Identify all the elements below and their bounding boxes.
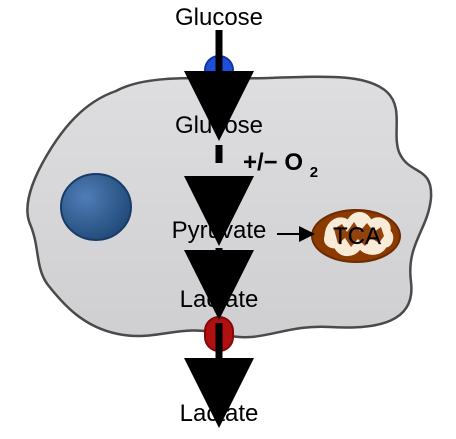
pyruvate-label: Pyruvate: [172, 217, 267, 244]
oxygen-subscript: 2: [310, 164, 318, 181]
glucose-inside-label: Glucose: [175, 112, 263, 139]
lactate-inside-label: Lactate: [180, 286, 259, 313]
lactate-outside-label: Lactate: [180, 400, 259, 427]
nucleus-icon: [60, 173, 132, 241]
oxygen-condition-label: +/− O 2: [243, 149, 318, 181]
tca-label: TCA: [333, 223, 381, 250]
mitochondrion-icon: TCA: [311, 209, 401, 263]
glucose-outside-label: Glucose: [175, 4, 263, 31]
oxygen-prefix: +/− O: [243, 149, 303, 176]
